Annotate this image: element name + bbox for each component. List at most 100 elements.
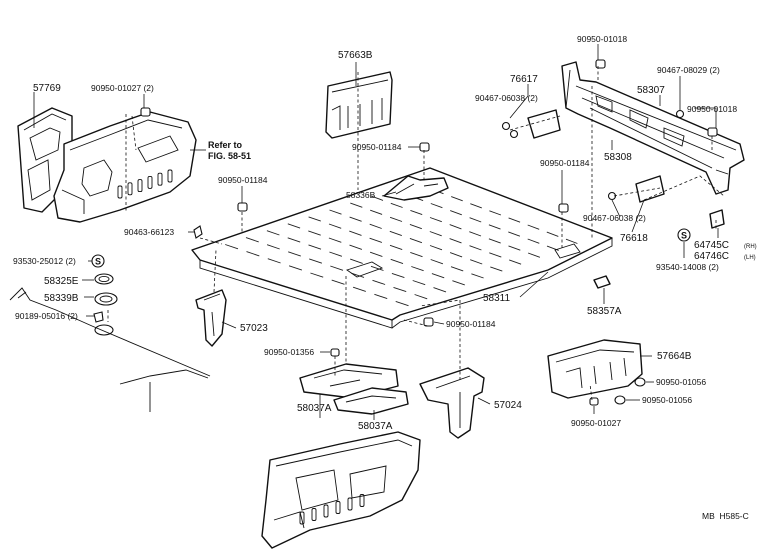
labels: 57769 90950-01027 (2) Refer to FIG. 58-5… <box>13 34 757 521</box>
floor-rib <box>390 258 404 265</box>
floor-rib <box>469 231 482 237</box>
floor-rib <box>508 231 521 237</box>
floor-rib <box>470 203 482 209</box>
floor-rib <box>395 300 409 307</box>
bracket-58037A-lower <box>333 387 409 415</box>
floor-rib <box>430 259 444 265</box>
bolt-90463-66123 <box>193 225 203 239</box>
floor-rib <box>329 209 342 215</box>
grommet-lower <box>94 324 114 336</box>
screw-90189-05016 <box>93 311 104 323</box>
label-64746C: 64746C <box>694 251 729 262</box>
floor-rib <box>225 244 239 250</box>
floor-rib <box>412 280 426 286</box>
plate-76617 <box>527 109 561 139</box>
floor-rib <box>330 265 344 271</box>
floor-rib <box>331 279 345 285</box>
clip-90950-01356 <box>330 348 340 357</box>
floor-rib <box>410 251 423 258</box>
label-90950-01056-b: 90950-01056 <box>642 395 692 405</box>
panel-57663B <box>325 71 393 139</box>
floor-rib <box>288 251 301 257</box>
panel-slot <box>147 175 153 189</box>
floor-rib <box>489 252 502 258</box>
floor-rib <box>509 259 522 265</box>
panel-slot <box>167 169 173 183</box>
floor-rib <box>351 272 365 278</box>
floor-rib <box>409 237 423 244</box>
support-57024 <box>419 367 485 439</box>
floor-rib <box>369 237 383 243</box>
clip-90950-01184-d <box>423 317 434 327</box>
floor-rib <box>429 245 443 251</box>
floor-rib <box>469 217 482 223</box>
label-64745C-side: (RH) <box>744 244 757 250</box>
floor-rib <box>411 266 424 272</box>
floor-rib <box>287 223 301 229</box>
floor-rib <box>372 279 386 285</box>
clip-90950-01056-a <box>634 377 646 387</box>
floor-rib <box>390 202 403 208</box>
svg-text:S: S <box>681 231 687 241</box>
floor-rib <box>527 238 540 244</box>
floor-rib <box>546 231 559 237</box>
label-58311: 58311 <box>483 293 511 304</box>
panel-slot <box>157 172 163 186</box>
floor-rib <box>429 217 442 223</box>
label-90467-06038-2b: 90467-06038 (2) <box>583 213 646 223</box>
floor-rib <box>430 203 443 209</box>
floor-rib <box>565 238 578 244</box>
label-refer-to: Refer to <box>208 140 243 150</box>
bracket-58336B <box>383 175 449 201</box>
floor-rib <box>350 202 363 208</box>
label-64746C-side: (LH) <box>744 255 756 261</box>
cross-member-58307 <box>561 61 745 195</box>
floor-rib <box>490 266 503 272</box>
quarter-panel-bottom <box>261 431 421 549</box>
label-90950-01027: 90950-01027 <box>571 418 621 428</box>
panel-slot <box>299 511 305 525</box>
leader-lines <box>33 44 719 420</box>
floor-rib <box>471 273 484 279</box>
floor-rib <box>389 216 403 222</box>
floor-rib <box>266 230 280 236</box>
label-58037A-a: 58037A <box>297 403 332 414</box>
floor-rib <box>433 287 447 293</box>
floor-rib <box>370 209 383 215</box>
floor-rib <box>266 244 280 250</box>
label-57023: 57023 <box>240 323 268 334</box>
floor-rib <box>451 196 463 202</box>
floor-rib <box>508 245 521 251</box>
floor-rib <box>449 252 463 258</box>
panel-slot <box>311 508 317 521</box>
plug-58325E <box>94 273 114 285</box>
floor-rib <box>308 244 322 250</box>
label-57663B: 57663B <box>338 50 373 61</box>
bolt-90467-08029-2 <box>675 109 685 119</box>
label-57769: 57769 <box>33 83 61 94</box>
label-90950-01184-c: 90950-01184 <box>540 158 590 168</box>
label-90950-01056-a: 90950-01056 <box>656 377 706 387</box>
clip-90950-01027-2 <box>140 107 151 117</box>
floor-rib <box>469 245 482 251</box>
label-58308: 58308 <box>604 152 632 163</box>
panel-57664B <box>547 339 643 399</box>
label-58339B: 58339B <box>44 293 79 304</box>
floor-rib <box>527 252 541 258</box>
label-90463-66123: 90463-66123 <box>124 227 174 237</box>
floor-rib <box>246 251 260 257</box>
bolt-90467-06038-a <box>501 121 519 139</box>
clip-90950-01184-a <box>419 142 430 152</box>
bracket-64745C <box>709 209 725 229</box>
floor-rib <box>409 223 422 230</box>
label-90950-01184-b: 90950-01184 <box>218 175 268 185</box>
floor-rib <box>328 223 342 229</box>
floor-rib <box>245 237 259 243</box>
floor-rib <box>308 216 321 222</box>
label-90950-01027-2: 90950-01027 (2) <box>91 83 154 93</box>
label-76618: 76618 <box>620 233 648 244</box>
label-76617: 76617 <box>510 74 538 85</box>
floor-rib <box>410 209 423 216</box>
floor-rib <box>349 230 362 236</box>
